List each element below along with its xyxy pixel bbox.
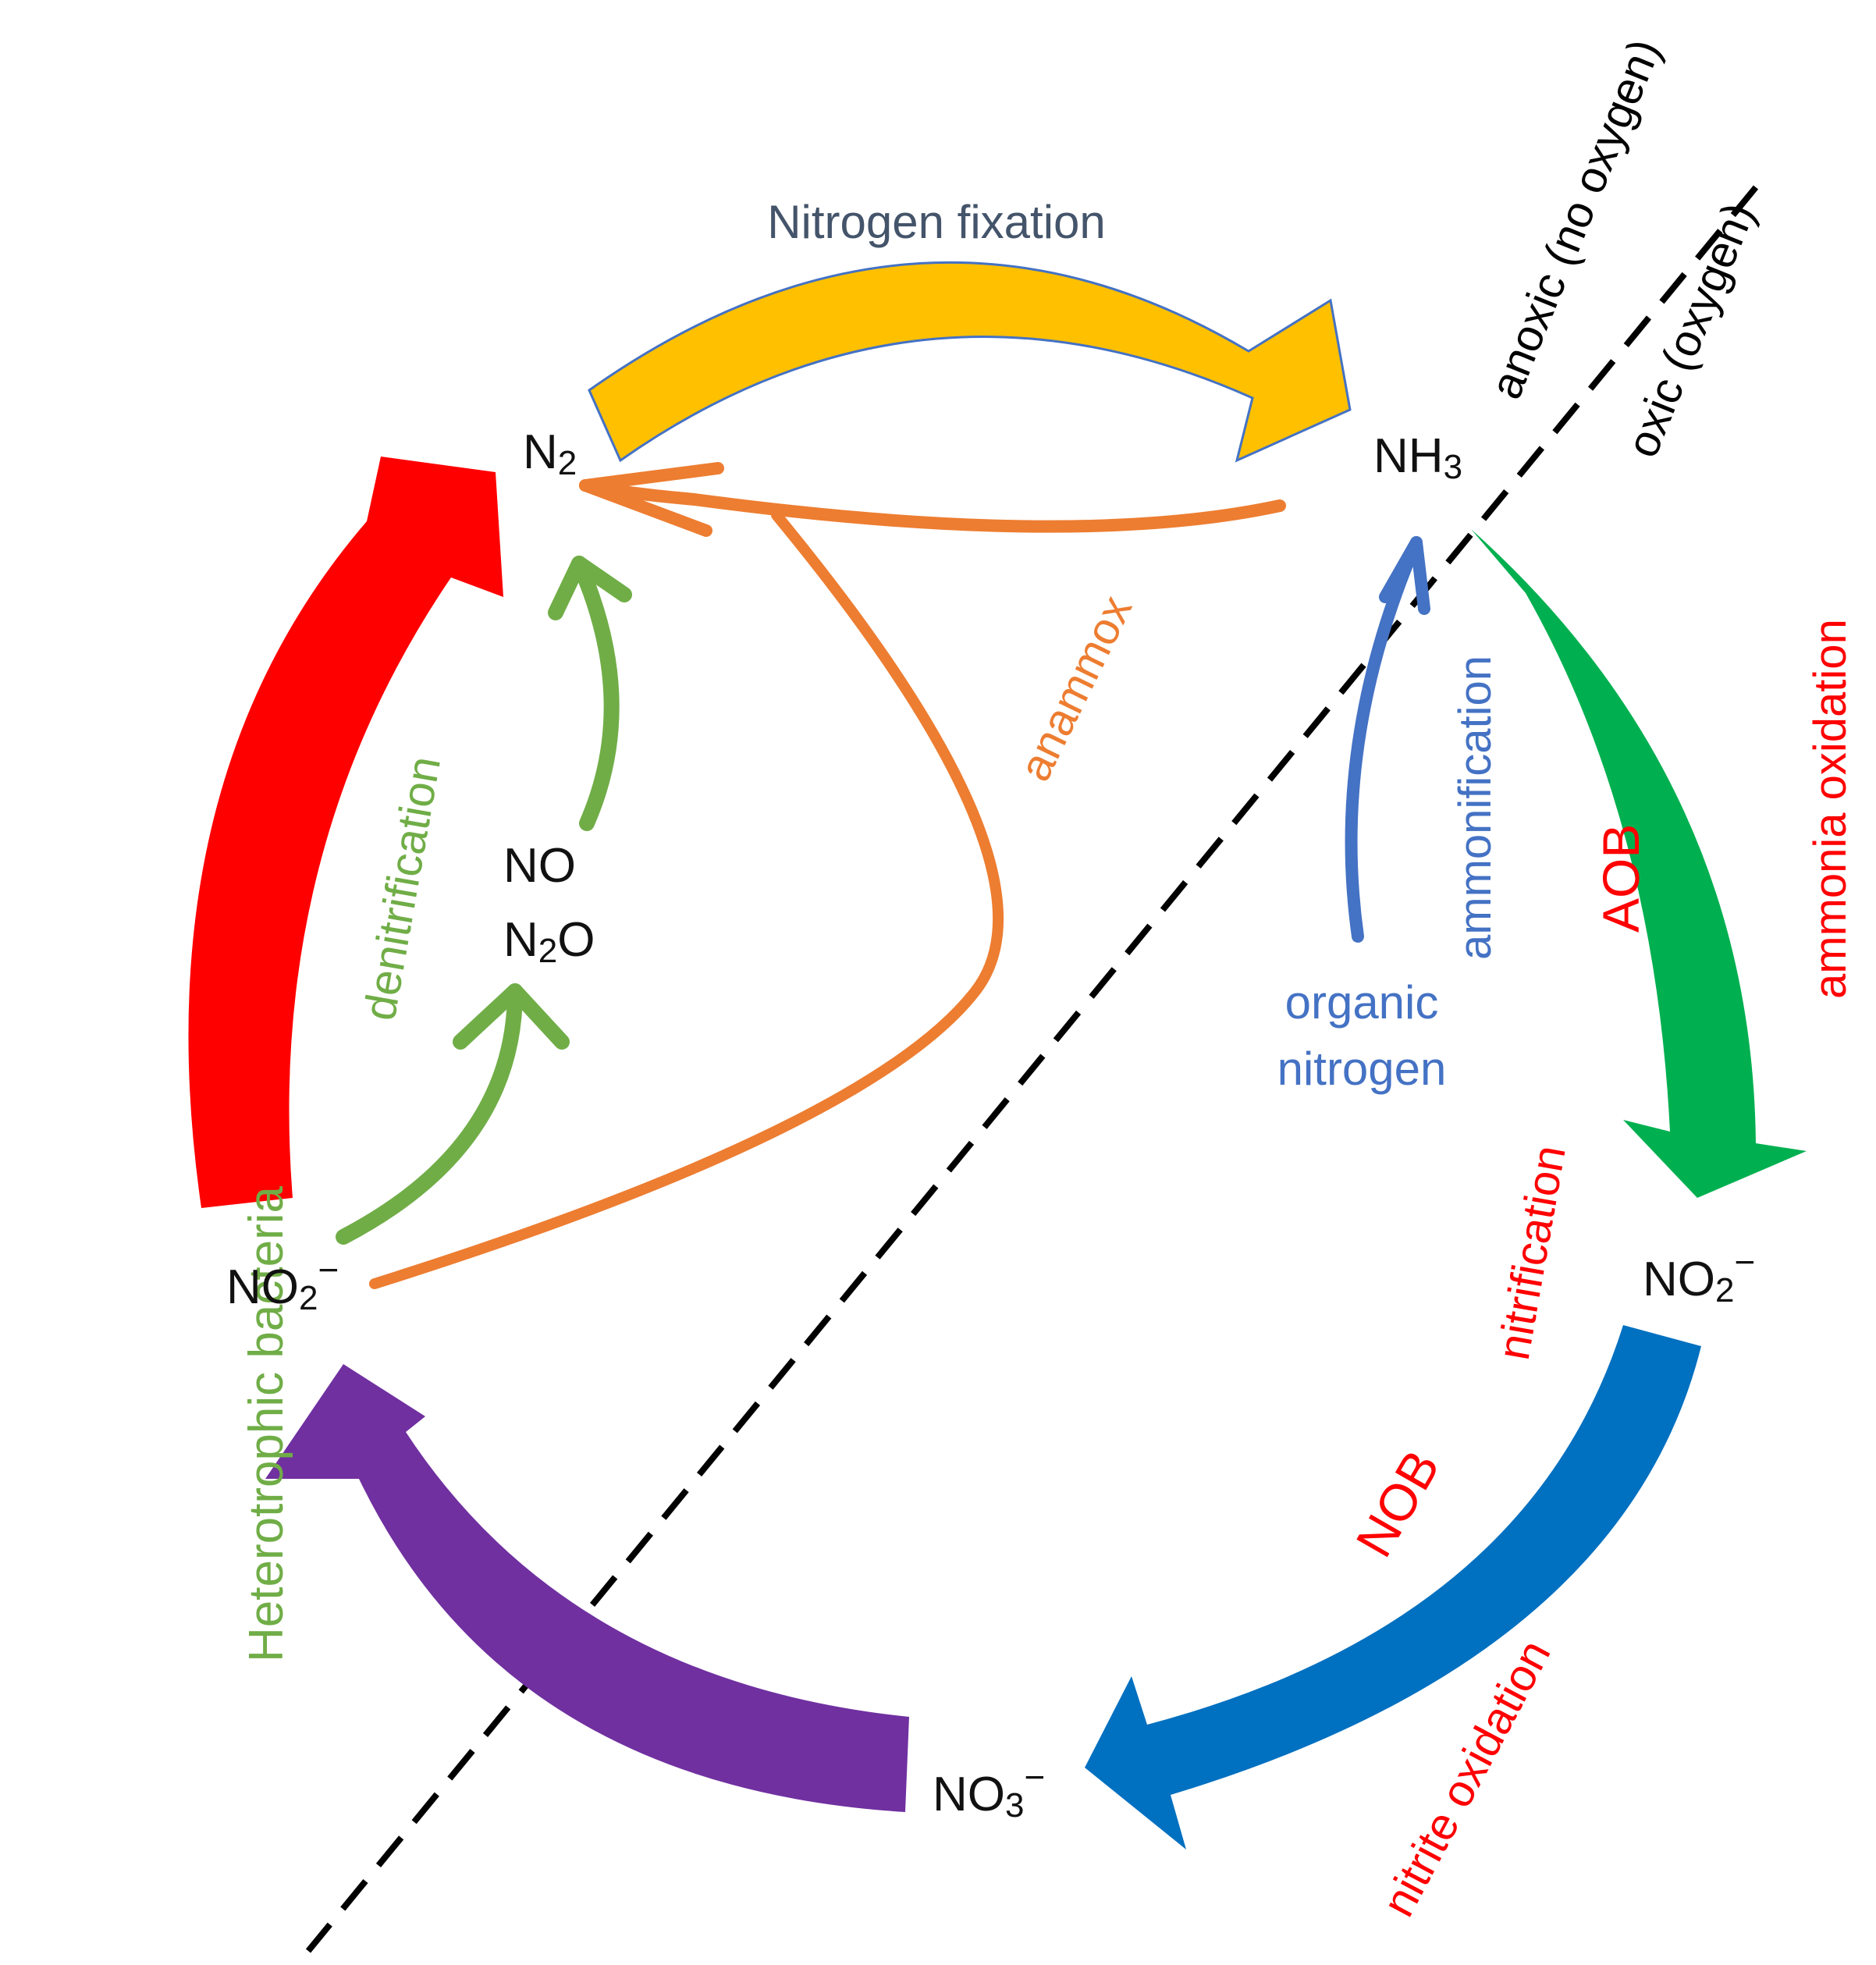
nitrogen-fixation-arrow — [588, 261, 1352, 463]
nob-label: NOB — [1345, 1441, 1451, 1566]
ammonification-label: ammonification — [1450, 656, 1501, 960]
denitrification-arrow-upper-head — [548, 556, 632, 620]
organic-nitrogen-label-line2: nitrogen — [1277, 1043, 1447, 1095]
anammox-arrow — [369, 462, 1286, 1289]
denitrification-arrow-upper — [571, 556, 620, 831]
aob-label: AOB — [1592, 824, 1650, 933]
denitrification-arrows — [336, 556, 632, 1245]
nitrification-label: nitrification — [1488, 1142, 1576, 1363]
no3-label: NO3− — [933, 1757, 1045, 1825]
heterotrophic-bacteria-label: Heterotrophic bacteria — [240, 1186, 293, 1662]
anammox-label: anammox — [1009, 588, 1142, 788]
nitrate-reduction-arrow — [265, 1364, 909, 1812]
anoxic-label: anoxic (no oxygen) — [1480, 32, 1671, 406]
denitrification-label: denitrification — [354, 752, 450, 1024]
n2o-label: N2O — [503, 913, 595, 970]
nitrogen-fixation-label: Nitrogen fixation — [767, 196, 1106, 248]
denitrification-arrow-lower — [336, 983, 523, 1245]
ammonia-oxidation-arrow — [1471, 529, 1807, 1198]
no-label: NO — [503, 839, 576, 893]
no2-left-label: NO2− — [226, 1249, 339, 1317]
heterotrophic-arrow — [188, 457, 503, 1208]
n2-label: N2 — [523, 425, 577, 482]
ammonia-oxidation-label: ammonia oxidation — [1805, 619, 1856, 999]
denitrification-arrow-lower-head — [453, 983, 570, 1050]
no2-right-label: NO2− — [1643, 1242, 1755, 1309]
nh3-label: NH3 — [1373, 429, 1462, 486]
organic-nitrogen-label-line1: organic — [1285, 976, 1439, 1029]
oxic-anoxic-divider-line — [305, 185, 1759, 1953]
ammonification-arrow — [1345, 536, 1430, 943]
nitrite-oxidation-arrow — [1085, 1325, 1701, 1850]
